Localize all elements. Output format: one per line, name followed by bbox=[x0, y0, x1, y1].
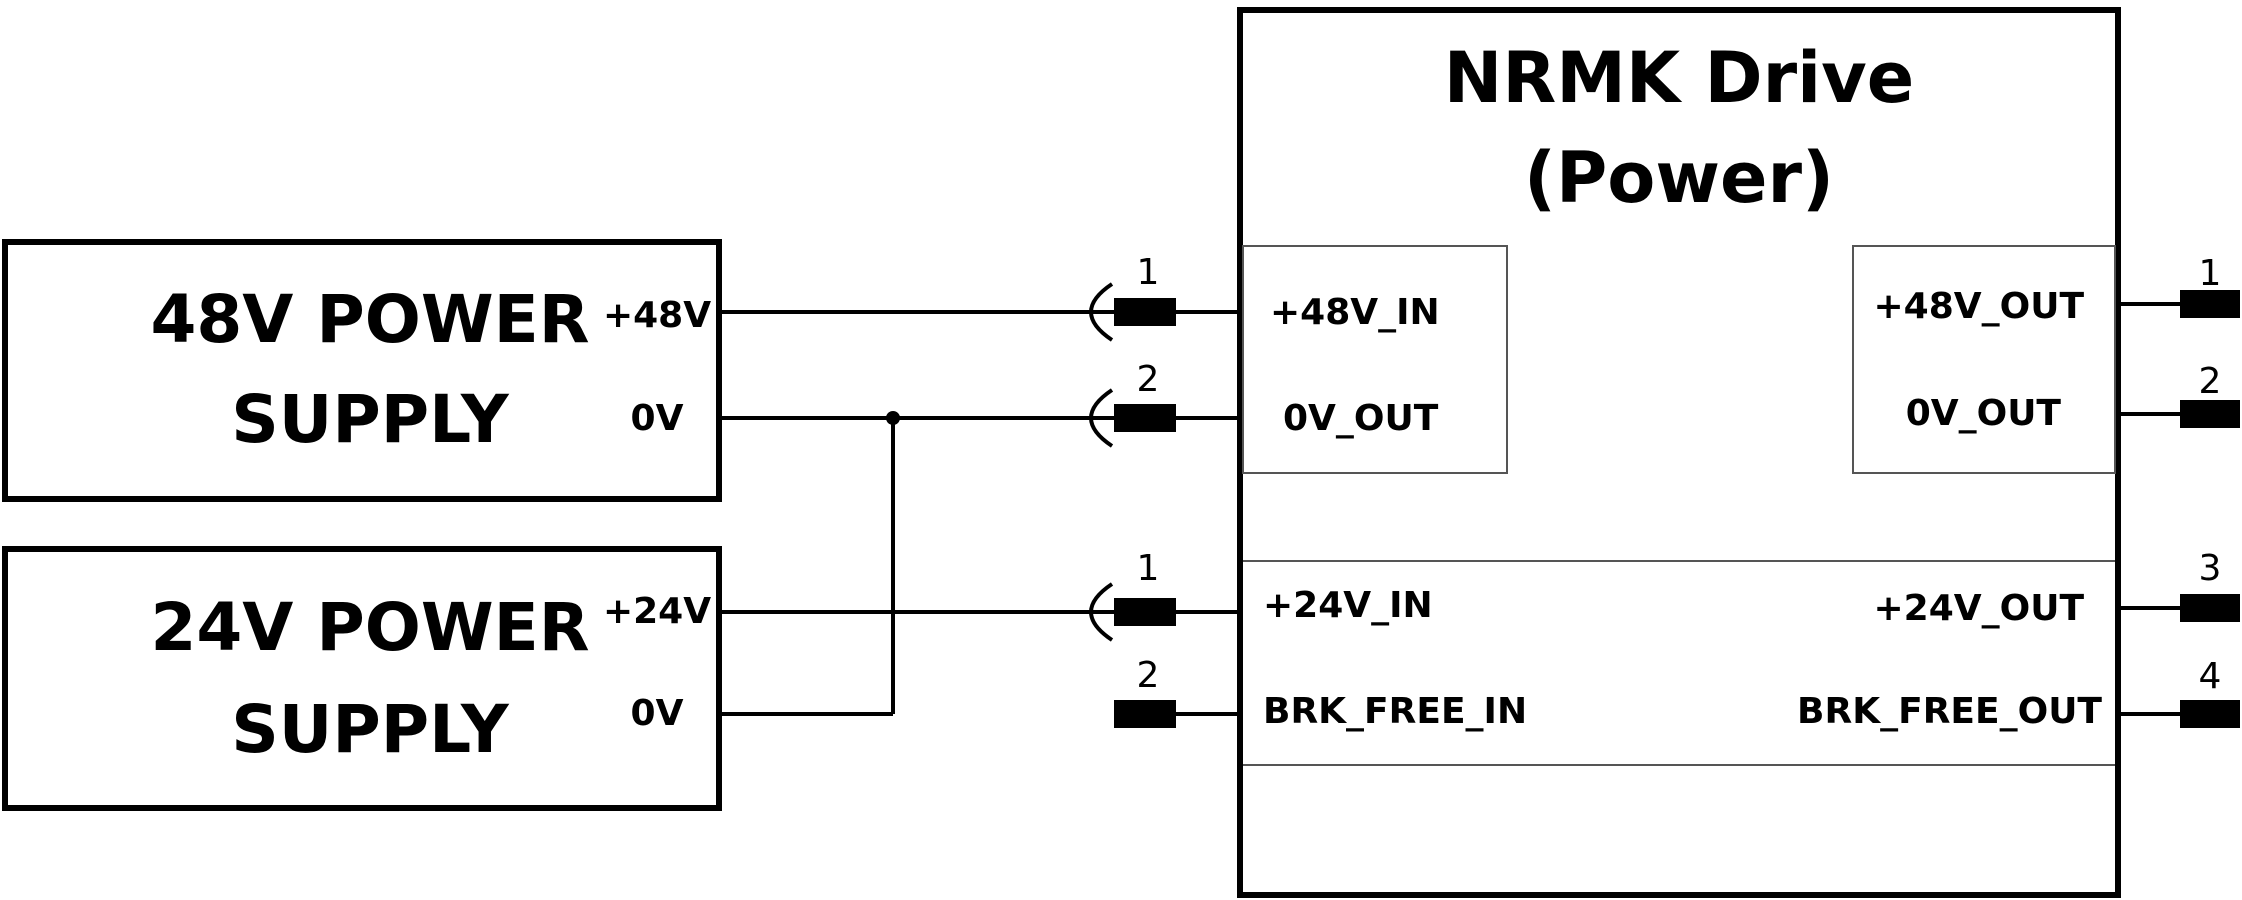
psu-24v-title-line2: SUPPLY bbox=[231, 691, 510, 768]
connector-pin bbox=[1114, 598, 1176, 626]
psu-48v-pin-neg: 0V bbox=[631, 398, 684, 439]
psu-24v-box bbox=[2, 546, 722, 811]
output-48v-panel bbox=[1852, 245, 2116, 474]
output-label-24v: +24V_OUT bbox=[1873, 588, 2084, 629]
output-label-48v: +48V_OUT bbox=[1873, 286, 2084, 327]
psu-48v-pin-pos: +48V bbox=[603, 295, 711, 336]
psu-24v-pin-neg: 0V bbox=[631, 693, 684, 734]
connector-pin bbox=[2180, 400, 2240, 428]
psu-24v-pin-pos: +24V bbox=[603, 591, 711, 632]
input-pin-number: 2 bbox=[1137, 359, 1160, 400]
output-pin-number: 4 bbox=[2199, 656, 2222, 697]
socket-arc bbox=[1089, 582, 1114, 642]
drive-box bbox=[1237, 7, 2121, 898]
connector-pin bbox=[1114, 298, 1176, 326]
connector-pin bbox=[2180, 290, 2240, 318]
drive-title-line1: NRMK Drive bbox=[1444, 37, 1914, 119]
input-connectors: 1 2 1 2 bbox=[1089, 252, 1240, 728]
psu-48v-title-line2: SUPPLY bbox=[231, 381, 510, 458]
drive: NRMK Drive (Power) +48V_IN 0V_OUT +24V_I… bbox=[1237, 7, 2121, 898]
wires bbox=[719, 310, 1120, 716]
psu-48v-title-line1: 48V POWER bbox=[150, 281, 589, 358]
output-connectors: 1 2 3 4 bbox=[2118, 253, 2240, 728]
connector-pin bbox=[2180, 700, 2240, 728]
psu-48v-box bbox=[2, 239, 722, 502]
drive-title-line2: (Power) bbox=[1524, 137, 1834, 219]
connector-pin bbox=[2180, 594, 2240, 622]
input-pin-number: 1 bbox=[1137, 548, 1160, 589]
psu-48v: 48V POWER SUPPLY +48V 0V bbox=[2, 239, 722, 502]
output-pin-number: 1 bbox=[2199, 253, 2222, 294]
psu-24v-title-line1: 24V POWER bbox=[150, 589, 589, 666]
output-label-brk-free: BRK_FREE_OUT bbox=[1797, 691, 2102, 732]
connector-pin bbox=[1114, 404, 1176, 432]
output-pin-number: 2 bbox=[2199, 361, 2222, 402]
junction-dot bbox=[886, 411, 900, 425]
input-label-0v: 0V_OUT bbox=[1283, 398, 1439, 439]
input-label-brk-free: BRK_FREE_IN bbox=[1263, 691, 1527, 732]
connector-pin bbox=[1114, 700, 1176, 728]
socket-arc bbox=[1089, 388, 1114, 448]
output-label-0v: 0V_OUT bbox=[1906, 393, 2062, 434]
input-label-24v: +24V_IN bbox=[1263, 585, 1433, 626]
socket-arc bbox=[1089, 282, 1114, 342]
input-48v-panel bbox=[1242, 245, 1508, 474]
psu-24v: 24V POWER SUPPLY +24V 0V bbox=[2, 546, 722, 811]
input-pin-number: 2 bbox=[1137, 655, 1160, 696]
input-pin-number: 1 bbox=[1137, 252, 1160, 293]
input-label-48v: +48V_IN bbox=[1270, 292, 1440, 333]
output-pin-number: 3 bbox=[2199, 548, 2222, 589]
